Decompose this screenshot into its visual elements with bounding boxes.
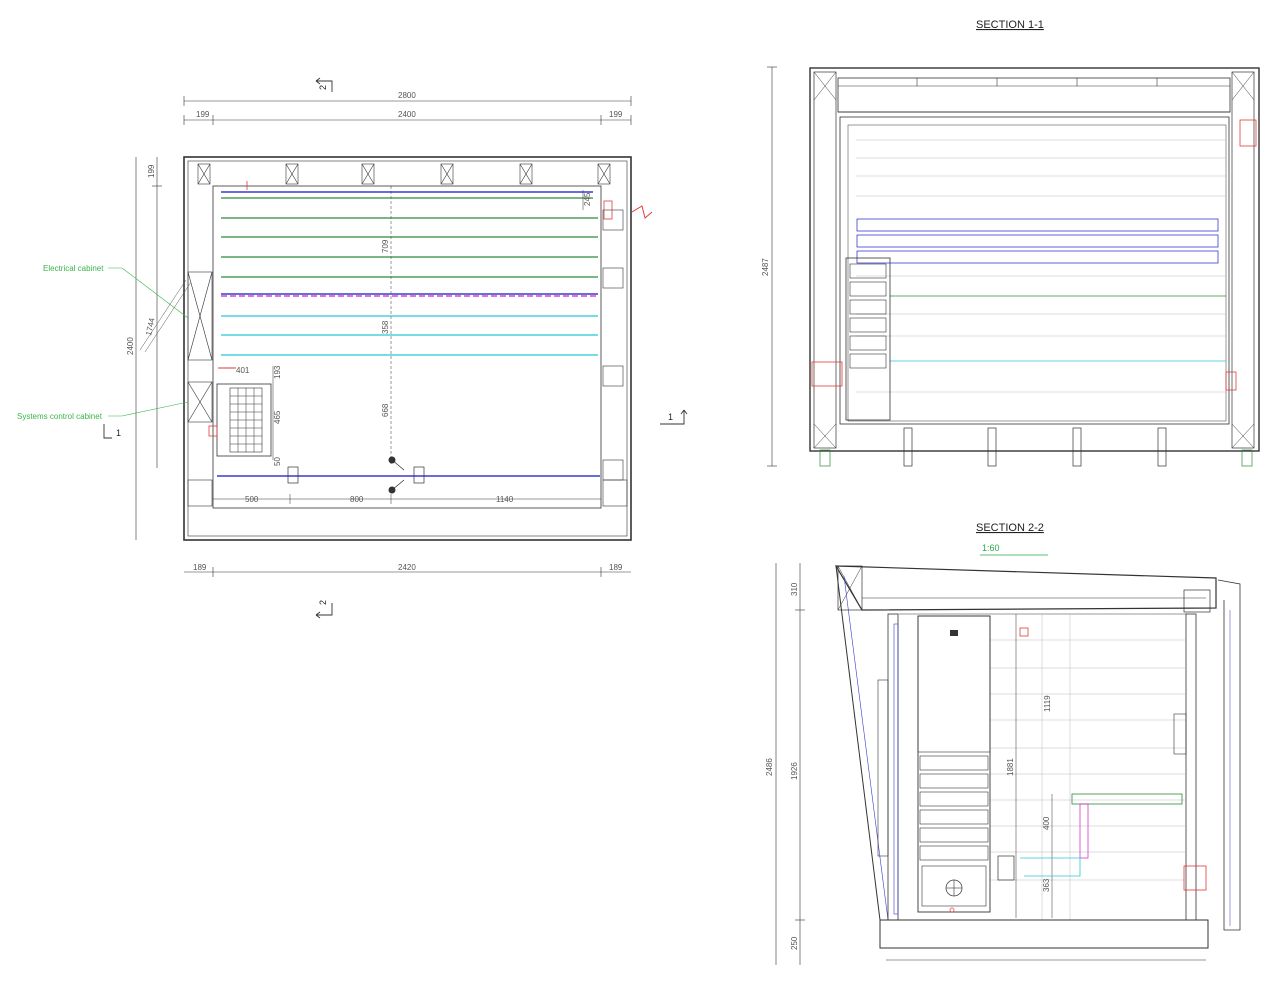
- dim-section1-height: 2487: [761, 258, 770, 276]
- section-1-view: [767, 66, 1260, 467]
- dim-section2-363: 363: [1042, 878, 1051, 892]
- dim-plan-709: 709: [381, 239, 390, 253]
- dim-section2-310: 310: [790, 582, 799, 596]
- dim-plan-bottom-left: 189: [193, 563, 207, 572]
- dim-plan-left-1744: 1744: [144, 317, 157, 337]
- label-electrical-cabinet: Electrical cabinet: [43, 264, 104, 273]
- dim-section2-1119: 1119: [1043, 695, 1052, 712]
- label-systems-control-cabinet: Systems control cabinet: [17, 412, 103, 421]
- section-2-view: [775, 554, 1241, 965]
- dim-section2-1881: 1881: [1006, 758, 1015, 776]
- dim-plan-left-199: 199: [147, 164, 156, 178]
- dim-plan-500: 500: [245, 495, 259, 504]
- plan-dimensions: 2800 199 2400 199 189 2420 189 199 2400 …: [17, 85, 673, 605]
- section-marker-1-left: 1: [116, 428, 121, 438]
- dim-plan-top-overall: 2800: [398, 91, 416, 100]
- dim-plan-401: 401: [236, 366, 250, 375]
- plan-view: [103, 77, 688, 619]
- dim-plan-193: 193: [273, 365, 282, 379]
- dim-section2-250: 250: [790, 936, 799, 950]
- dim-plan-1140: 1140: [496, 495, 514, 504]
- dim-plan-358: 358: [381, 320, 390, 334]
- section-2-title: SECTION 2-2: [976, 522, 1044, 534]
- dim-section2-400: 400: [1042, 816, 1051, 830]
- section-marker-2-bottom: 2: [318, 600, 328, 605]
- dim-plan-bottom-middle: 2420: [398, 563, 416, 572]
- dim-plan-50: 50: [273, 457, 282, 466]
- dim-plan-245: 245: [583, 192, 592, 206]
- section-marker-1-right: 1: [668, 412, 673, 422]
- section-marker-2-top: 2: [318, 85, 328, 90]
- dim-section2-1926: 1926: [790, 762, 799, 780]
- dim-plan-left-2400: 2400: [126, 337, 135, 355]
- dim-plan-top-right: 199: [609, 110, 623, 119]
- dim-plan-top-middle: 2400: [398, 110, 416, 119]
- dim-section2-2486: 2486: [765, 758, 774, 776]
- section-2-scale: 1:60: [982, 543, 1000, 553]
- dim-plan-top-left: 199: [196, 110, 210, 119]
- section-2-dimensions: 310 2486 1926 250 1119 1881 400 363: [765, 582, 1052, 950]
- dim-plan-668: 668: [381, 403, 390, 417]
- dim-plan-bottom-right: 189: [609, 563, 623, 572]
- section-1-title: SECTION 1-1: [976, 19, 1044, 31]
- dim-plan-465: 465: [273, 410, 282, 424]
- dim-plan-800: 800: [350, 495, 364, 504]
